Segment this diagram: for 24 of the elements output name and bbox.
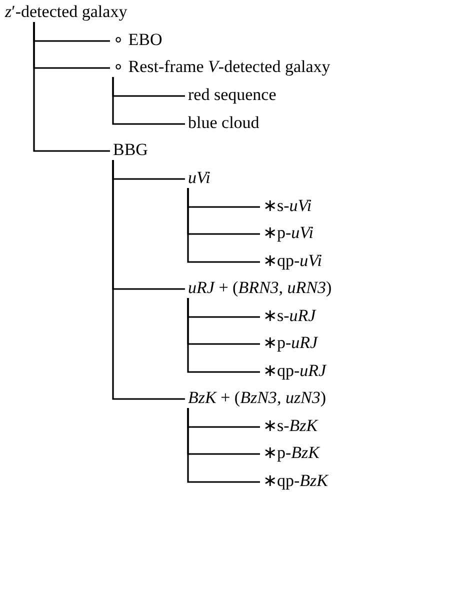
tree-item-label: BBG [113, 141, 148, 159]
tree-item-label: blue cloud [188, 114, 260, 132]
tree-item-label: ∗p-uVi [263, 224, 314, 242]
tree-item-label: ∗p-uRJ [263, 334, 318, 352]
tree-item-label: z′-detected galaxy [5, 3, 128, 21]
tree-item-label: BzK + (BzN3, uzN3) [188, 389, 326, 407]
tree-item-label: ∗qp-uRJ [263, 362, 326, 380]
tree-item-label: ∗qp-uVi [263, 252, 322, 270]
tree-connector [187, 188, 260, 263]
tree-item-label: ∗s-BzK [263, 417, 318, 435]
tree-connector [112, 77, 185, 125]
tree-item-label: red sequence [188, 86, 276, 104]
tree-connector [112, 160, 185, 400]
tree-item-label: ∗s-uVi [263, 197, 312, 215]
tree-item-label: ∗p-BzK [263, 444, 320, 462]
tree-connector [187, 298, 260, 373]
tree-connector [187, 408, 260, 483]
tree-item-label: ∗s-uRJ [263, 307, 316, 325]
tree-item-label: uVi [188, 169, 210, 187]
tree-item-label: uRJ + (BRN3, uRN3) [188, 279, 332, 297]
tree-item-label: ∘ Rest-frame V-detected galaxy [113, 58, 330, 76]
tree-item-label: ∗qp-BzK [263, 472, 328, 490]
tree-item-label: ∘ EBO [113, 31, 162, 49]
tree-connector [33, 22, 110, 152]
